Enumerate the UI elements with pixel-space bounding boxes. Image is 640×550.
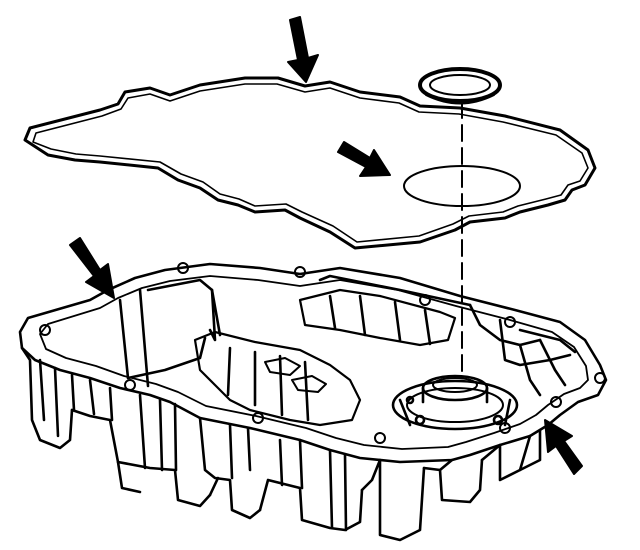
oil-pan	[18, 262, 608, 542]
gasket	[23, 76, 597, 250]
arrow-gasket-hole	[337, 141, 391, 177]
arrow-pan-flange-right	[544, 419, 583, 475]
o-ring-seal	[418, 67, 502, 105]
arrow-gasket-top	[287, 16, 319, 83]
arrow-pan-flange-left	[69, 237, 115, 299]
